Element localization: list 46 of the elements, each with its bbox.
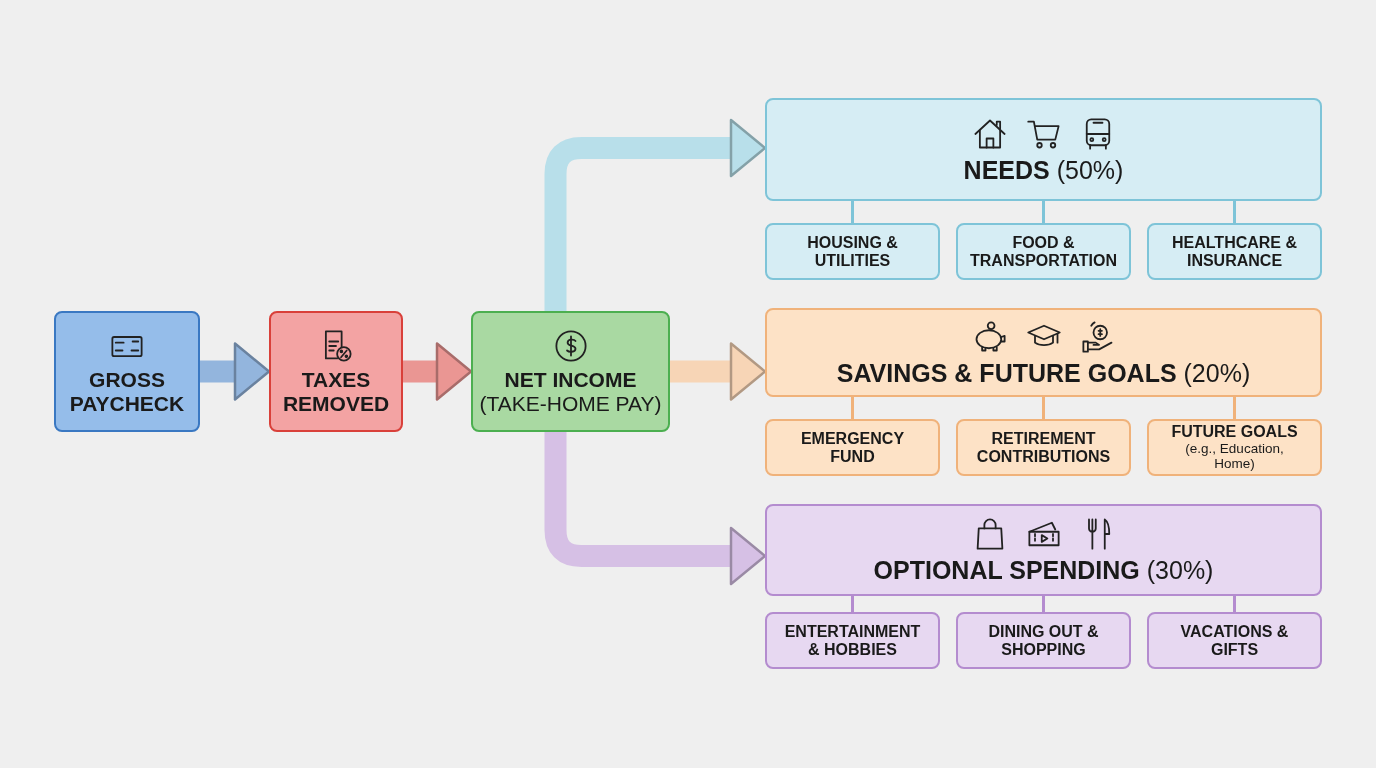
- process-box: [765, 223, 940, 280]
- node-subtitle: (TAKE-HOME PAY): [479, 391, 662, 415]
- node-label: VACATIONS & GIFTS: [1179, 622, 1290, 659]
- node-label: HOUSING & UTILITIES: [806, 233, 899, 270]
- connector-line: [851, 596, 854, 612]
- connector-line: [851, 397, 854, 419]
- process-box: [956, 419, 1131, 476]
- node-subtitle: (e.g., Education, Home): [1184, 441, 1285, 472]
- node-label: HEALTHCARE & INSURANCE: [1171, 233, 1298, 270]
- node-label: GROSS PAYCHECK: [68, 368, 186, 415]
- block-arrow: [403, 342, 473, 401]
- process-box: [54, 311, 200, 432]
- block-arrow: [544, 118, 767, 311]
- connector-line: [851, 201, 854, 223]
- category-title: OPTIONAL SPENDING (30%): [873, 556, 1214, 584]
- block-arrow: [670, 342, 767, 401]
- block-arrow: [200, 342, 271, 401]
- process-box: [1147, 612, 1322, 669]
- node-label: FUTURE GOALS: [1171, 423, 1298, 442]
- connector-line: [1042, 201, 1045, 223]
- process-box: [1147, 419, 1322, 476]
- process-box: [765, 419, 940, 476]
- process-box: [269, 311, 403, 432]
- process-box: [471, 311, 670, 432]
- category-box: [765, 504, 1322, 596]
- connector-line: [1042, 596, 1045, 612]
- category-title: NEEDS (50%): [963, 155, 1124, 184]
- block-arrow: [544, 432, 767, 586]
- node-label: RETIREMENT CONTRIBUTIONS: [976, 429, 1111, 466]
- process-box: [1147, 223, 1322, 280]
- category-box: [765, 308, 1322, 397]
- process-box: [956, 223, 1131, 280]
- category-title: SAVINGS & FUTURE GOALS (20%): [836, 358, 1251, 387]
- node-label: TAXES REMOVED: [281, 368, 391, 415]
- node-label: NET INCOME: [504, 368, 637, 392]
- node-label: ENTERTAINMENT & HOBBIES: [784, 622, 921, 659]
- node-label: FOOD & TRANSPORTATION: [970, 233, 1117, 270]
- category-box: [765, 98, 1322, 201]
- connector-line: [1233, 397, 1236, 419]
- node-label: EMERGENCY FUND: [799, 429, 906, 466]
- connector-line: [1233, 596, 1236, 612]
- node-label: DINING OUT & SHOPPING: [987, 622, 1100, 659]
- process-box: [956, 612, 1131, 669]
- process-box: [765, 612, 940, 669]
- connector-line: [1042, 397, 1045, 419]
- connector-line: [1233, 201, 1236, 223]
